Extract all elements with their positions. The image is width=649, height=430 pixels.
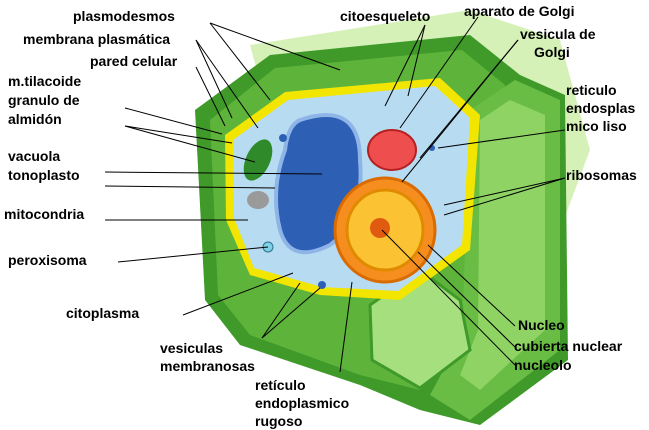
mitochondrion-shape [247, 191, 269, 209]
cell-wall-side-light [460, 100, 545, 390]
label-vesicula-golgi-line1: vesicula de [520, 26, 596, 42]
leader-lines [104, 16, 566, 373]
label-plasmodesmos: plasmodesmos [73, 8, 175, 24]
label-cubierta-nuclear: cubierta nuclear [514, 338, 623, 354]
label-reticulo-rugoso-line3: rugoso [255, 413, 303, 429]
label-nucleolo: nucleolo [514, 357, 572, 373]
label-tonoplasto: tonoplasto [8, 167, 80, 183]
label-aparato-golgi: aparato de Golgi [464, 3, 575, 19]
chloroplast [243, 139, 273, 181]
label-vesicula-golgi-line2: Golgi [534, 44, 570, 60]
label-reticulo-liso-line3: mico liso [566, 118, 627, 134]
label-tilacoide-line1: m.tilacoide [8, 73, 82, 89]
label-membrana-plasmatica: membrana plasmática [23, 31, 171, 47]
label-pared-celular: pared celular [90, 53, 178, 69]
label-vacuola: vacuola [8, 148, 61, 164]
label-reticulo-rugoso-line2: endoplasmico [255, 395, 350, 411]
label-tilacoide-line2: granulo de [8, 92, 80, 108]
vesicle-2 [318, 281, 326, 289]
label-ribosomas: ribosomas [566, 167, 637, 183]
label-citoesqueleto: citoesqueleto [340, 8, 431, 24]
golgi-apparatus-shape [367, 129, 417, 171]
label-tilacoide-line3: almidón [8, 111, 62, 127]
label-vesiculas-line1: vesiculas [160, 340, 224, 356]
label-citoplasma: citoplasma [66, 305, 140, 321]
label-reticulo-liso-line2: endosplas [566, 100, 636, 116]
vesicle-1 [279, 134, 287, 142]
label-mitocondria: mitocondria [4, 206, 85, 222]
label-peroxisoma: peroxisoma [8, 252, 87, 268]
label-nucleo: Nucleo [518, 317, 565, 333]
label-reticulo-liso-line1: reticulo [566, 82, 617, 98]
label-reticulo-rugoso-line1: retículo [255, 377, 306, 393]
label-vesiculas-line2: membranosas [160, 358, 255, 374]
